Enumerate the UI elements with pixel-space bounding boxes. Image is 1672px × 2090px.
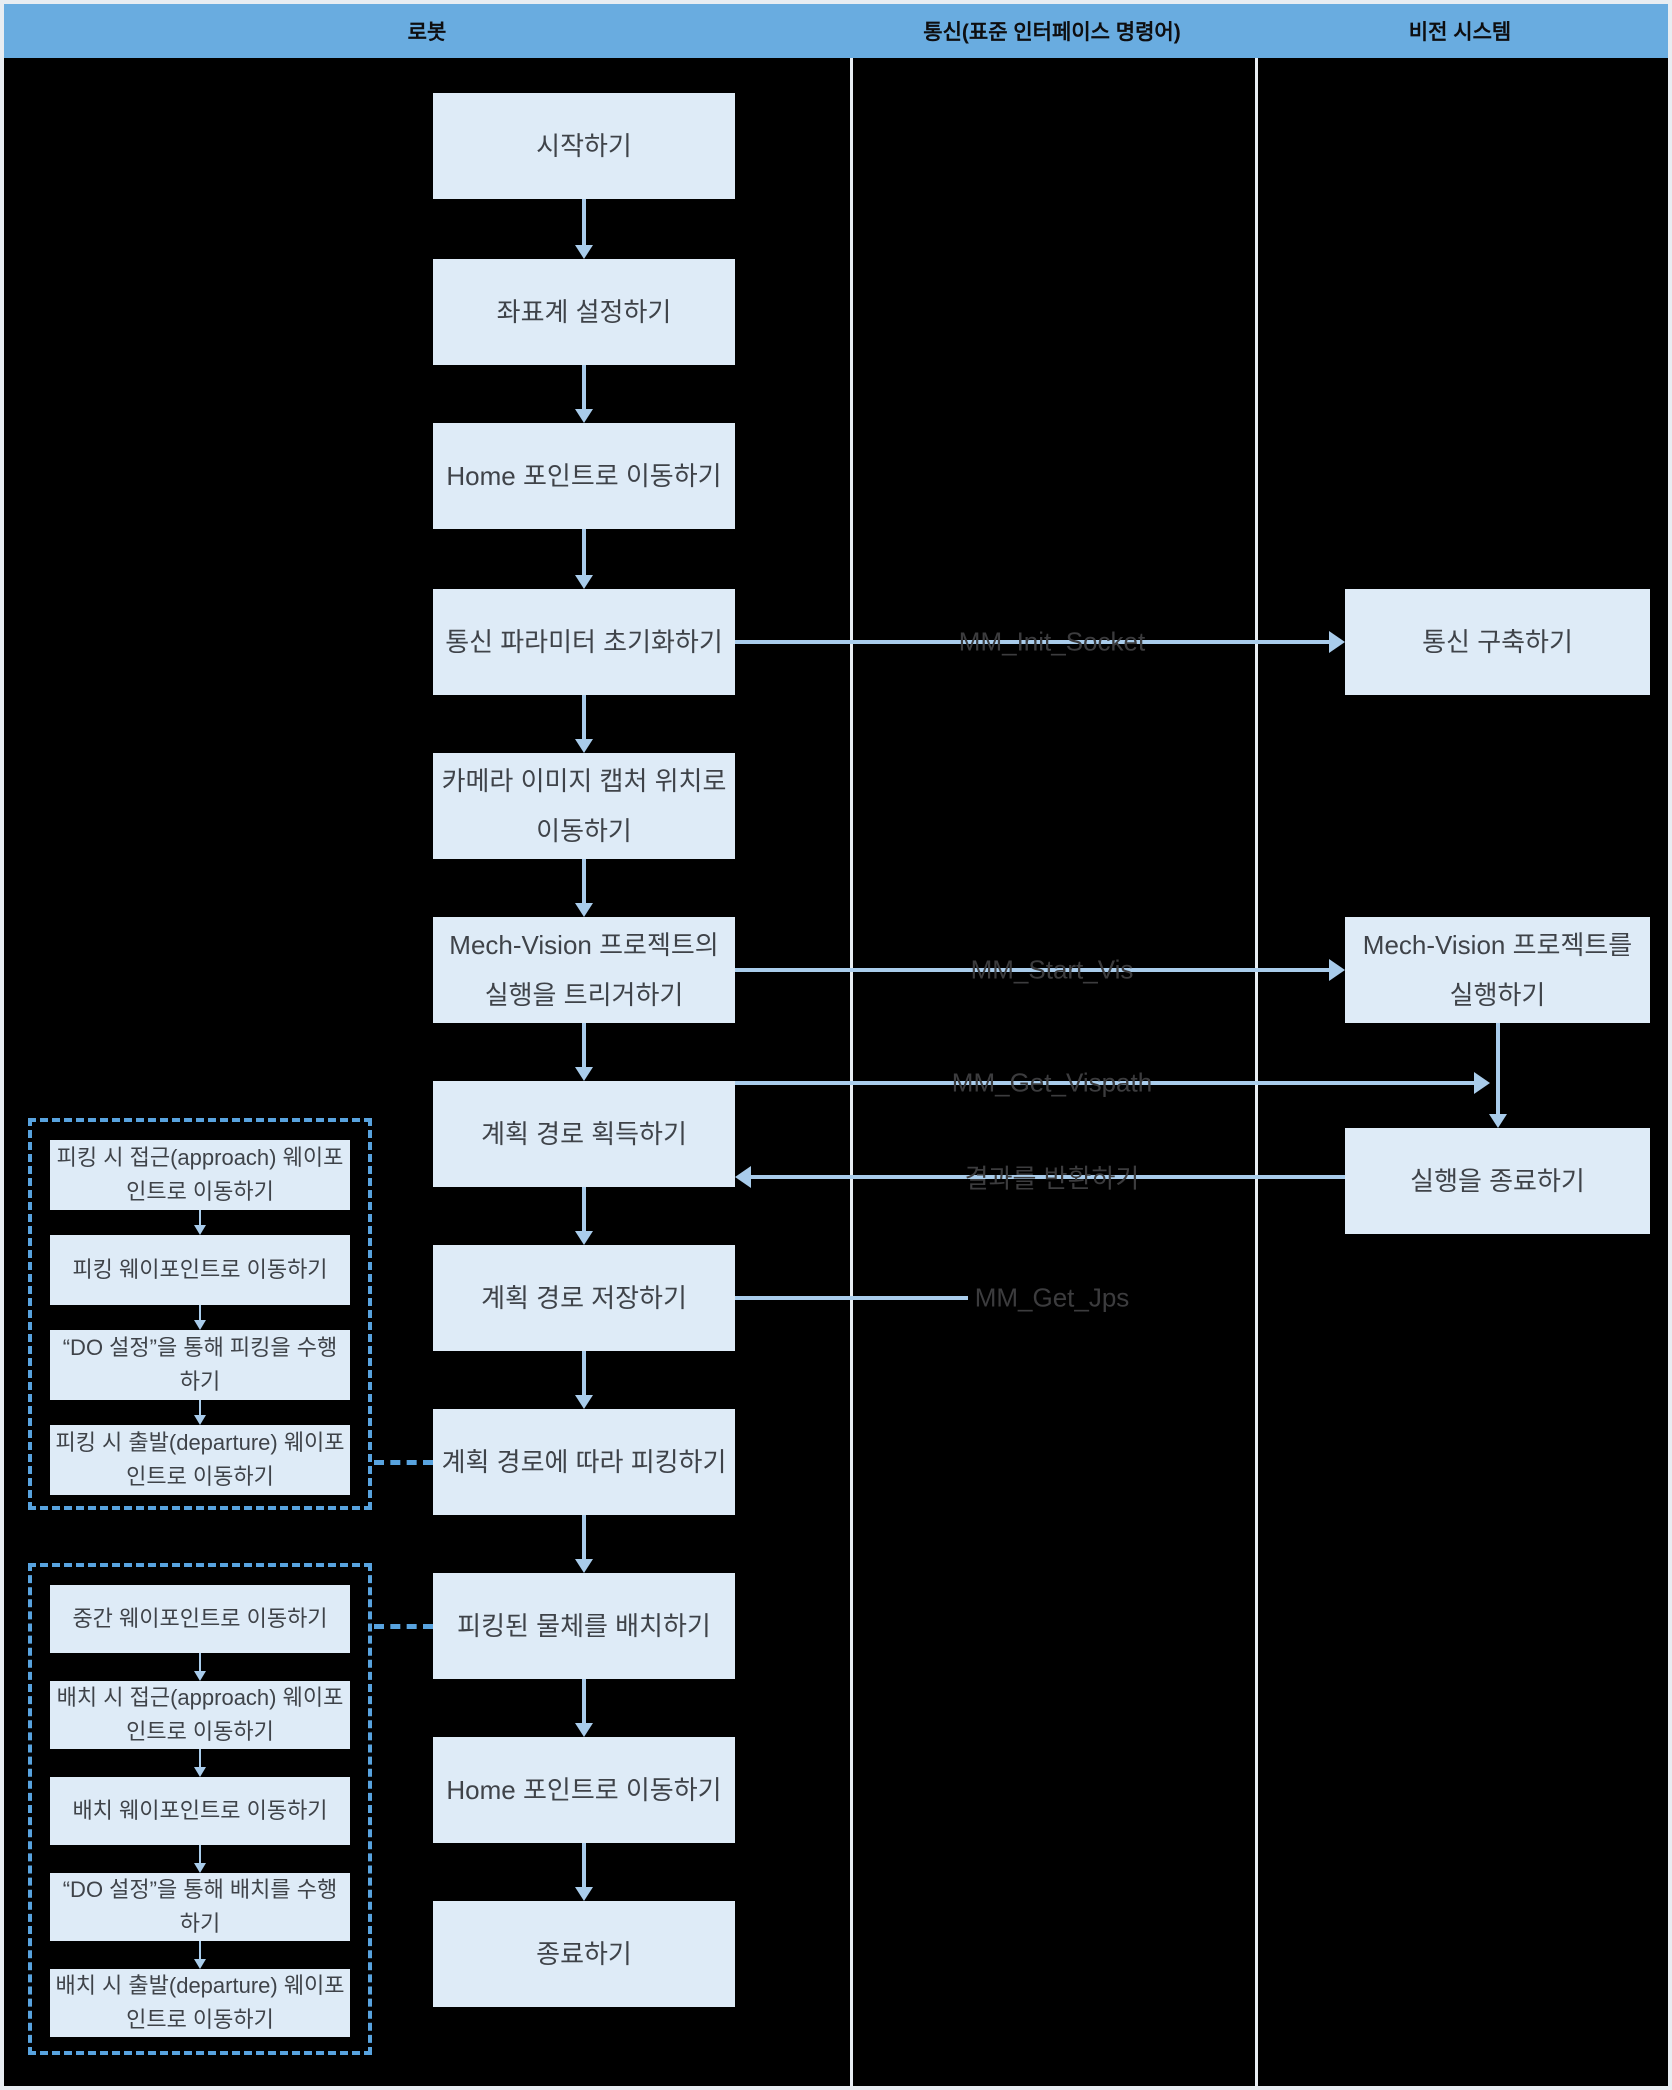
connector-line-mm-get-vispath [735, 1081, 1474, 1085]
right-arrowhead-icon [1329, 959, 1345, 981]
robot-step-trigger-vision: Mech-Vision 프로젝트의 실행을 트리거하기 [433, 917, 735, 1023]
down-arrow-icon [194, 1305, 206, 1330]
robot-step-get-path: 계획 경로 획득하기 [433, 1081, 735, 1187]
place-step-place-waypoint: 배치 웨이포인트로 이동하기 [50, 1777, 350, 1845]
robot-step-save-path: 계획 경로 저장하기 [433, 1245, 735, 1351]
down-arrow-icon [194, 1653, 206, 1681]
down-arrow-icon [194, 1400, 206, 1425]
robot-step-place-object: 피킹된 물체를 배치하기 [433, 1573, 735, 1679]
connector-label-mm-init-socket: MM_Init_Socket [958, 626, 1146, 657]
pick-step-approach-waypoint: 피킹 시 접근(approach) 웨이포인트로 이동하기 [50, 1140, 350, 1210]
connector-line-mm-get-jps [735, 1296, 968, 1300]
place-subroutine-group [28, 1563, 372, 2055]
robot-step-move-home-1: Home 포인트로 이동하기 [433, 423, 735, 529]
connector-line-mm-init-socket [735, 640, 1329, 644]
place-step-approach-waypoint: 배치 시 접근(approach) 웨이포인트로 이동하기 [50, 1681, 350, 1749]
lane-title-communication: 통신(표준 인터페이스 명령어) [923, 21, 1181, 44]
connector-label-return-result: 결과를 반환하기 [964, 1163, 1140, 1194]
robot-step-move-capture-pos: 카메라 이미지 캡처 위치로 이동하기 [433, 753, 735, 859]
connector-label-mm-start-vis: MM_Start_Vis [970, 954, 1134, 985]
pick-group-dashed-link [374, 1460, 433, 1465]
lane-separator-1 [850, 4, 853, 2086]
down-arrow-icon [194, 1210, 206, 1235]
connector-line-return-result [751, 1175, 1345, 1179]
swimlane-header [4, 4, 1668, 58]
robot-step-pick-along-path: 계획 경로에 따라 피킹하기 [433, 1409, 735, 1515]
down-arrow-icon [575, 365, 593, 423]
down-arrow-icon [575, 695, 593, 753]
down-arrow-icon [575, 1187, 593, 1245]
lane-title-robot: 로봇 [407, 21, 447, 44]
robot-step-init-comm: 통신 파라미터 초기화하기 [433, 589, 735, 695]
connector-line-mm-start-vis [735, 968, 1329, 972]
connector-label-mm-get-vispath: MM_Get_Vispath [951, 1067, 1153, 1098]
place-step-do-setting: “DO 설정”을 통해 배치를 수행하기 [50, 1873, 350, 1941]
pick-step-departure-waypoint: 피킹 시 출발(departure) 웨이포인트로 이동하기 [50, 1425, 350, 1495]
down-arrow-icon [575, 1515, 593, 1573]
place-step-departure-waypoint: 배치 시 출발(departure) 웨이포인트로 이동하기 [50, 1969, 350, 2037]
down-arrow-icon [194, 1749, 206, 1777]
robot-step-move-home-2: Home 포인트로 이동하기 [433, 1737, 735, 1843]
robot-step-end: 종료하기 [433, 1901, 735, 2007]
down-arrow-icon [1489, 1023, 1507, 1128]
lane-separator-2 [1255, 4, 1258, 2086]
robot-step-set-coordinate: 좌표계 설정하기 [433, 259, 735, 365]
place-group-dashed-link [374, 1624, 433, 1629]
down-arrow-icon [194, 1941, 206, 1969]
pick-step-do-setting: “DO 설정”을 통해 피킹을 수행하기 [50, 1330, 350, 1400]
down-arrow-icon [575, 1843, 593, 1901]
connector-label-mm-get-jps: MM_Get_Jps [974, 1282, 1130, 1313]
right-arrowhead-icon [1474, 1072, 1490, 1094]
right-arrowhead-icon [1329, 631, 1345, 653]
lane-title-vision: 비전 시스템 [1408, 21, 1512, 44]
left-arrowhead-icon [735, 1166, 751, 1188]
down-arrow-icon [575, 1351, 593, 1409]
vision-step-establish-comm: 통신 구축하기 [1345, 589, 1650, 695]
down-arrow-icon [575, 199, 593, 259]
down-arrow-icon [575, 529, 593, 589]
vision-step-run-project: Mech-Vision 프로젝트를 실행하기 [1345, 917, 1650, 1023]
down-arrow-icon [575, 1023, 593, 1081]
vision-step-end-execution: 실행을 종료하기 [1345, 1128, 1650, 1234]
down-arrow-icon [575, 1679, 593, 1737]
down-arrow-icon [194, 1845, 206, 1873]
pick-step-pick-waypoint: 피킹 웨이포인트로 이동하기 [50, 1235, 350, 1305]
robot-step-start: 시작하기 [433, 93, 735, 199]
down-arrow-icon [575, 859, 593, 917]
place-step-intermediate-waypoint: 중간 웨이포인트로 이동하기 [50, 1585, 350, 1653]
pick-subroutine-group [28, 1118, 372, 1510]
